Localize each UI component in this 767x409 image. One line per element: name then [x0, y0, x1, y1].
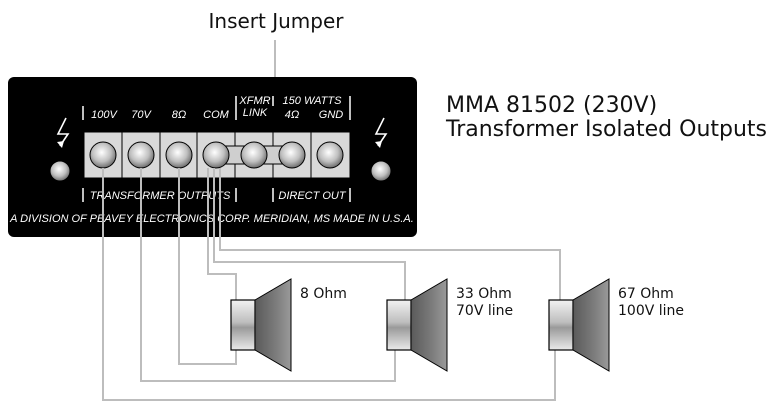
panel-footer: A DIVISION OF PEAVEY ELECTRONICS CORP. M… [9, 213, 414, 225]
group-label-transformer-outputs: TRANSFORMER OUTPUTS [90, 190, 231, 202]
speaker-3-label: 67 Ohm [618, 286, 674, 302]
terminal-label-70v: 70V [131, 109, 152, 121]
speaker-2-sublabel: 70V line [456, 303, 513, 319]
terminal-label-link: LINK [243, 107, 268, 119]
terminal-label-watts: 150 WATTS [283, 95, 343, 107]
speaker-icon [230, 278, 610, 372]
terminal-label-100v: 100V [91, 109, 118, 121]
mounting-screw-icon [49, 160, 392, 182]
model-title: MMA 81502 (230V) [446, 93, 657, 118]
terminal-label-xfmr: XFMR [238, 95, 270, 107]
lightning-bolt-icon [56, 117, 388, 148]
speaker-1-label: 8 Ohm [300, 286, 347, 302]
terminal-label-8ohm: 8Ω [172, 109, 187, 121]
rear-panel: 100V 70V 8Ω COM XFMR LINK 150 WATTS 4Ω G… [8, 77, 417, 237]
wires [102, 168, 561, 401]
speaker-3-sublabel: 100V line [618, 303, 684, 319]
group-label-direct-out: DIRECT OUT [278, 190, 347, 202]
speaker-2-label: 33 Ohm [456, 286, 512, 302]
terminal-label-4ohm: 4Ω [285, 109, 300, 121]
terminal-label-gnd: GND [319, 109, 344, 121]
terminal-label-com: COM [203, 109, 230, 121]
screw-icon [89, 141, 344, 169]
model-subtitle: Transformer Isolated Outputs [445, 117, 767, 142]
insert-jumper-label: Insert Jumper [209, 9, 345, 33]
